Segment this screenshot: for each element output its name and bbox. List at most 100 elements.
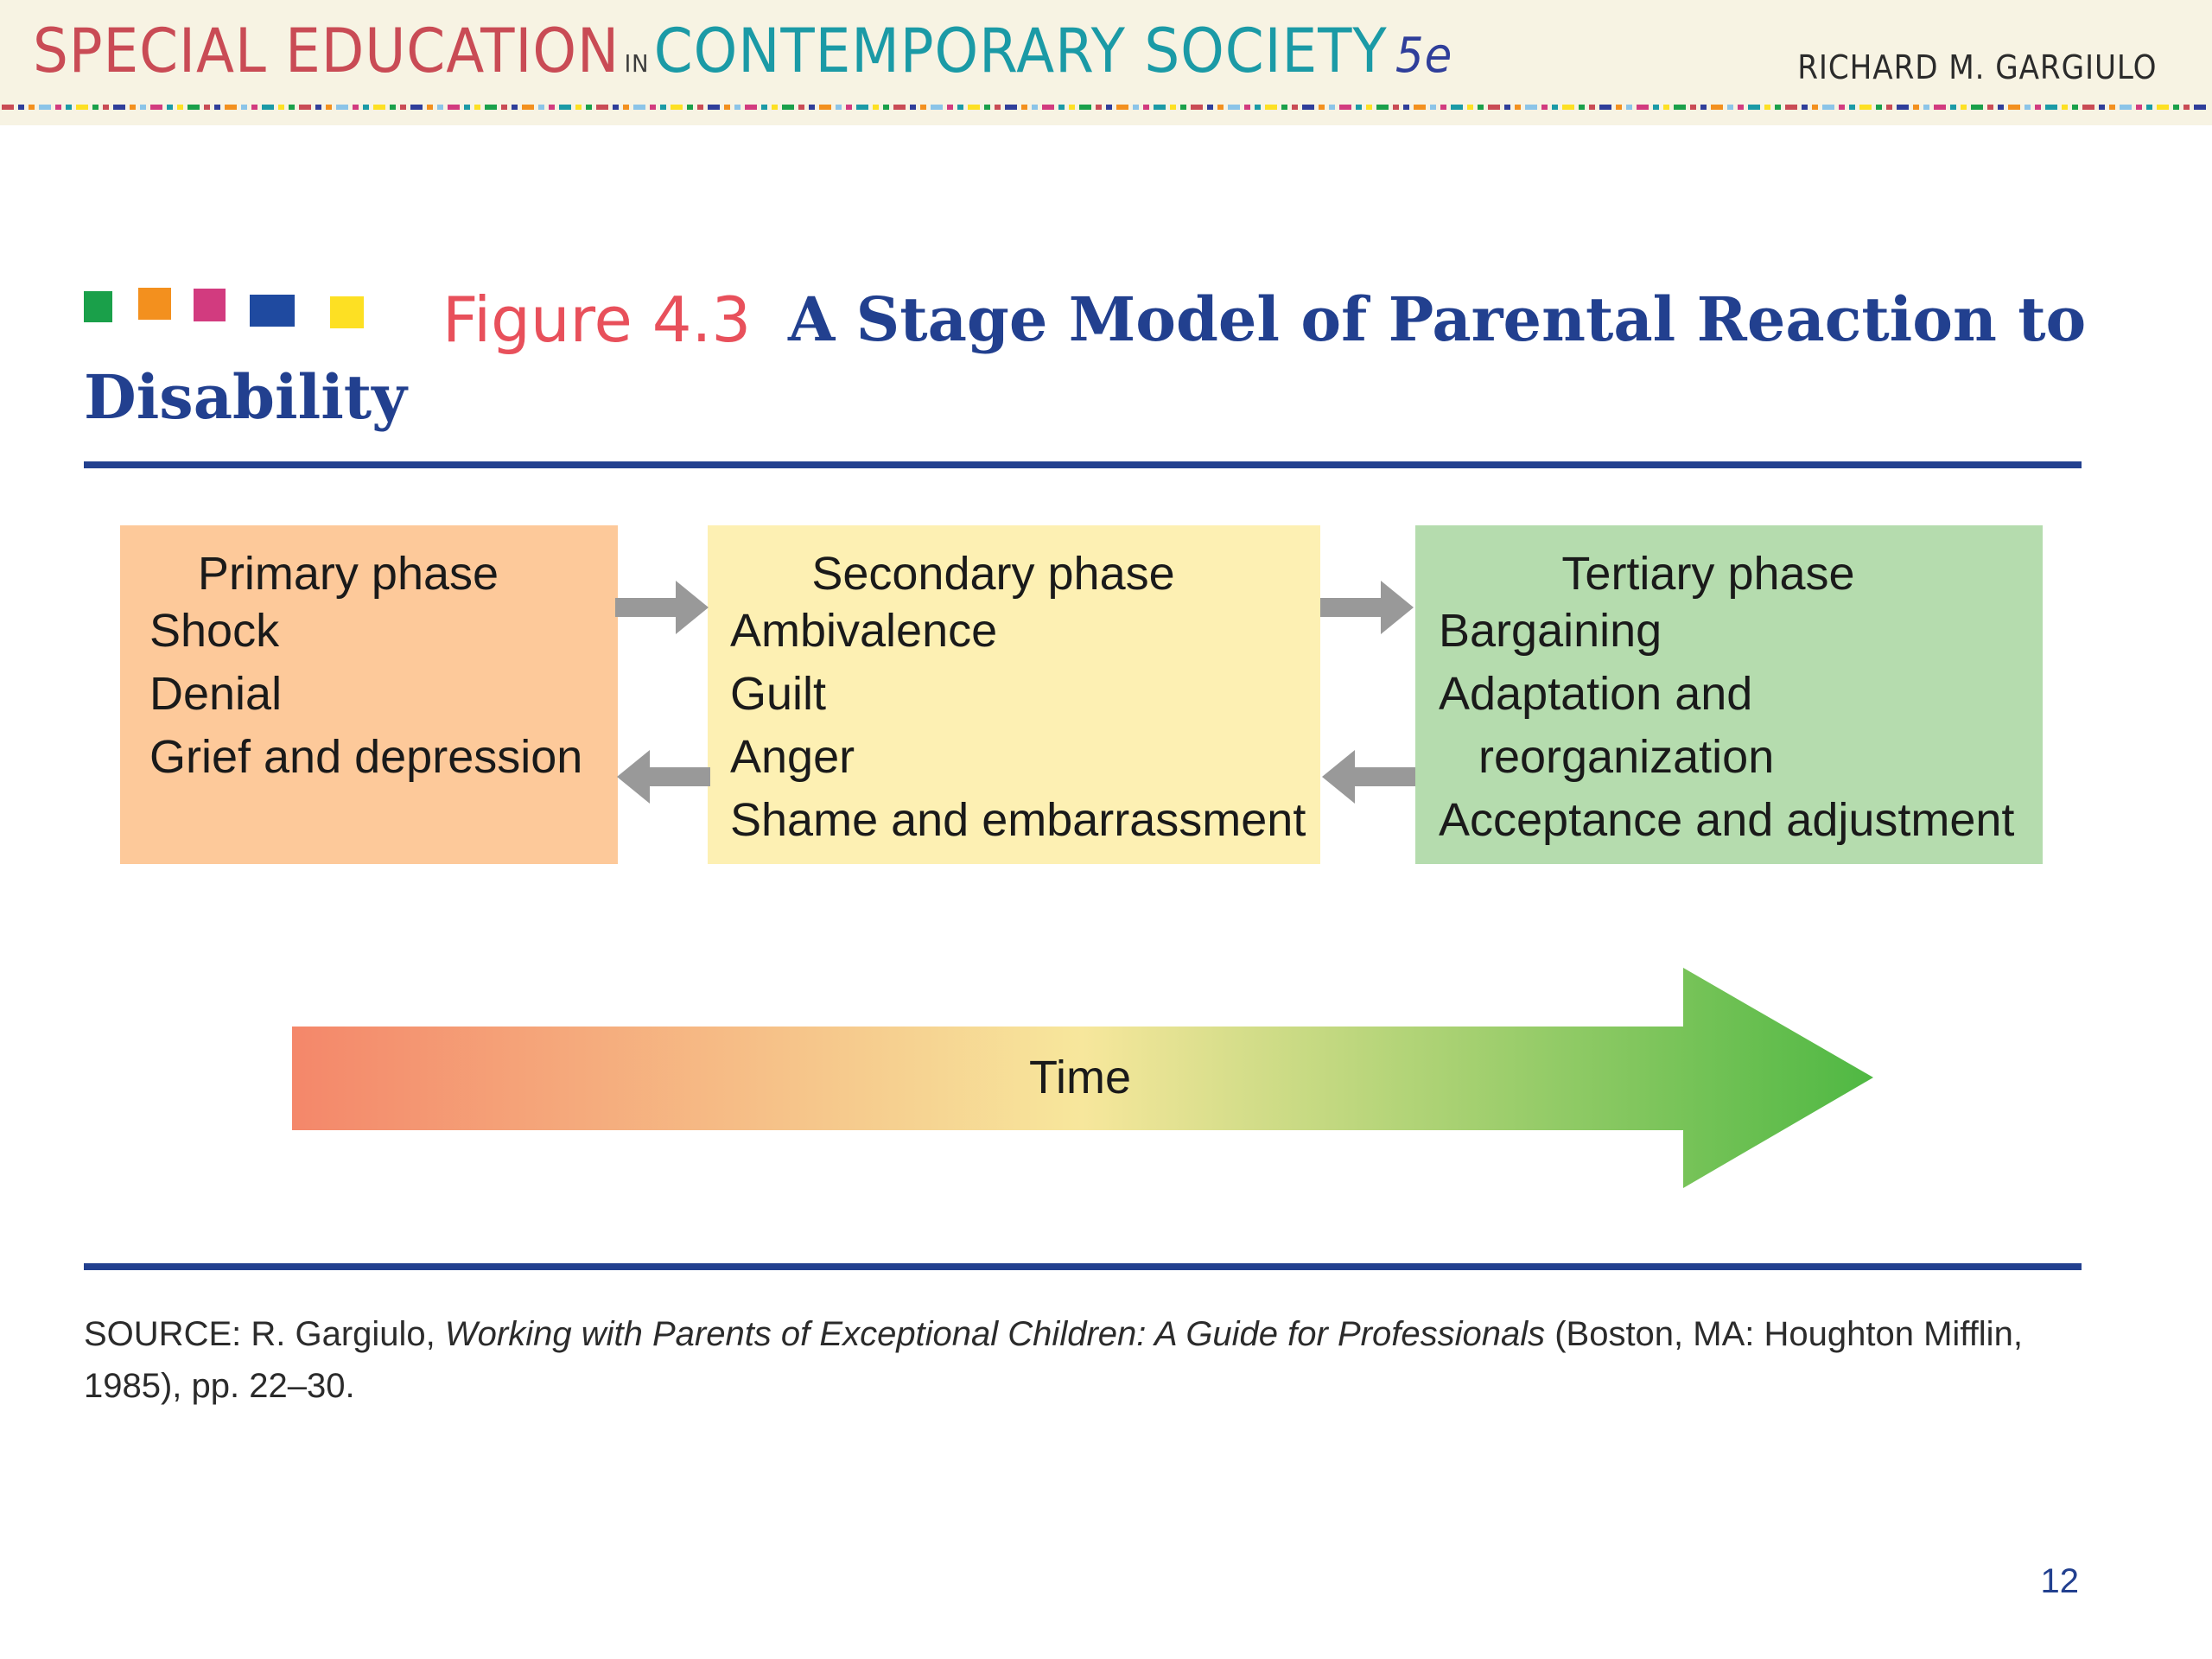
divider-dot [1403, 105, 1409, 110]
divider-dot [819, 105, 831, 110]
divider-dot [697, 105, 703, 110]
divider-dot [1393, 105, 1399, 110]
divider-dot [225, 105, 237, 110]
divider-dot [1998, 105, 2004, 110]
divider-dot [1515, 105, 1521, 110]
time-arrow [292, 968, 1873, 1188]
divider-dot [1021, 105, 1027, 110]
divider-dot [724, 105, 730, 110]
divider-dot [113, 105, 125, 110]
divider-dot [1812, 105, 1818, 110]
divider-dot [92, 105, 99, 110]
divider-dot [1116, 105, 1128, 110]
divider-dot [623, 105, 629, 110]
divider-dot [1106, 105, 1112, 110]
divider-dot [1244, 105, 1250, 110]
divider-dot [2082, 105, 2094, 110]
divider-dot [1562, 105, 1574, 110]
arrow-left-icon [617, 750, 710, 804]
divider-dot [1191, 105, 1203, 110]
top-rule [84, 461, 2082, 468]
phase-item-list: Bargaining Adaptation and reorganization… [1439, 600, 2014, 852]
phase-title-text: Secondary phase [811, 548, 1175, 600]
divider-dot [2072, 105, 2078, 110]
secondary-phase-box: Secondary phase Ambivalence Guilt Anger … [708, 525, 1320, 864]
divider-dot [2, 105, 14, 110]
divider-dot [1180, 105, 1186, 110]
divider-dot [559, 105, 571, 110]
divider-dot [353, 105, 359, 110]
divider-dot [130, 105, 136, 110]
phase-title: Tertiary phase [1415, 543, 2043, 605]
divider-dot [2146, 105, 2152, 110]
divider-dot [1207, 105, 1213, 110]
phase-item-list: Ambivalence Guilt Anger Shame and embarr… [730, 600, 1306, 852]
divider-dot [660, 105, 666, 110]
divider-dot [549, 105, 555, 110]
divider-dot [1849, 105, 1855, 110]
divider-dot [745, 105, 757, 110]
divider-dot [1339, 105, 1351, 110]
divider-dot [1451, 105, 1463, 110]
divider-dot [1764, 105, 1770, 110]
phase-item: Shame and embarrassment [730, 794, 1306, 846]
phase-item: Denial [149, 668, 283, 720]
divider-dot [1170, 105, 1176, 110]
phase-item: Ambivalence [730, 605, 998, 657]
arrow-right-icon [615, 581, 709, 634]
divider-dot [968, 105, 980, 110]
divider-dot [103, 105, 109, 110]
divider-dot [214, 105, 220, 110]
divider-dot [586, 105, 592, 110]
divider-dot [931, 105, 943, 110]
divider-dot [2035, 105, 2041, 110]
divider-dot [846, 105, 852, 110]
divider-dot [177, 105, 183, 110]
divider-dot [873, 105, 879, 110]
phase-title: Primary phase [120, 543, 618, 605]
phase-item: Acceptance and adjustment [1439, 794, 2015, 846]
square-yellow [330, 296, 364, 328]
divider-dot [1414, 105, 1426, 110]
divider-dot [188, 105, 200, 110]
divider-dot [798, 105, 804, 110]
divider-dot [772, 105, 778, 110]
divider-dot [1637, 105, 1649, 110]
square-orange [138, 288, 171, 320]
divider-dot [1292, 105, 1298, 110]
divider-dot [1541, 105, 1548, 110]
square-green [84, 291, 112, 322]
dotted-divider [2, 105, 2206, 110]
divider-dot [2194, 105, 2206, 110]
divider-dot [1440, 105, 1446, 110]
divider-dot [1839, 105, 1845, 110]
divider-dot [1467, 105, 1473, 110]
divider-dot [1255, 105, 1261, 110]
divider-dot [1525, 105, 1537, 110]
divider-dot [251, 105, 257, 110]
phase-title-text: Tertiary phase [1561, 548, 1855, 600]
divider-dot [1329, 105, 1335, 110]
phase-title: Secondary phase [708, 543, 1320, 605]
divider-dot [204, 105, 210, 110]
divider-dot [76, 105, 88, 110]
divider-dot [1488, 105, 1500, 110]
divider-dot [1663, 105, 1669, 110]
book-author: RICHARD M. GARGIULO [1796, 48, 2157, 86]
divider-dot [1069, 105, 1075, 110]
phase-item-list: Shock Denial Grief and depression [149, 600, 582, 789]
divider-dot [2024, 105, 2031, 110]
phase-title-text: Primary phase [197, 548, 499, 600]
divider-dot [39, 105, 51, 110]
divider-dot [893, 105, 906, 110]
time-label: Time [1029, 1052, 1131, 1103]
divider-dot [575, 105, 582, 110]
divider-dot [687, 105, 693, 110]
divider-dot [957, 105, 963, 110]
divider-dot [336, 105, 348, 110]
divider-dot [1653, 105, 1659, 110]
divider-dot [1923, 105, 1929, 110]
divider-dot [836, 105, 842, 110]
divider-dot [596, 105, 608, 110]
divider-dot [1950, 105, 1956, 110]
